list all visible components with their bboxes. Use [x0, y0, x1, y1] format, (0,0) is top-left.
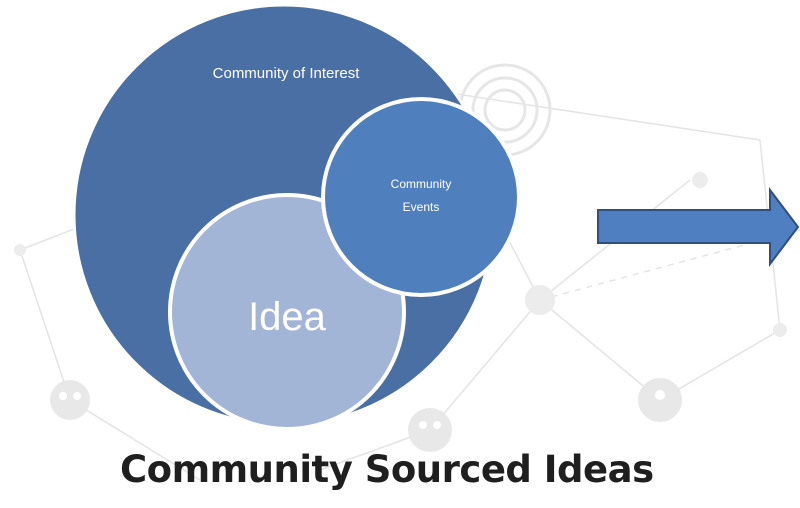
community-events-label-line1: Community: [391, 177, 452, 191]
community-of-interest-label: Community of Interest: [213, 65, 361, 82]
page-title: Community Sourced Ideas: [120, 448, 654, 491]
community-events-circle: [321, 97, 521, 297]
idea-label: Idea: [248, 295, 327, 339]
right-arrow-icon: [597, 187, 800, 267]
community-events-label-line2: Events: [403, 200, 440, 214]
